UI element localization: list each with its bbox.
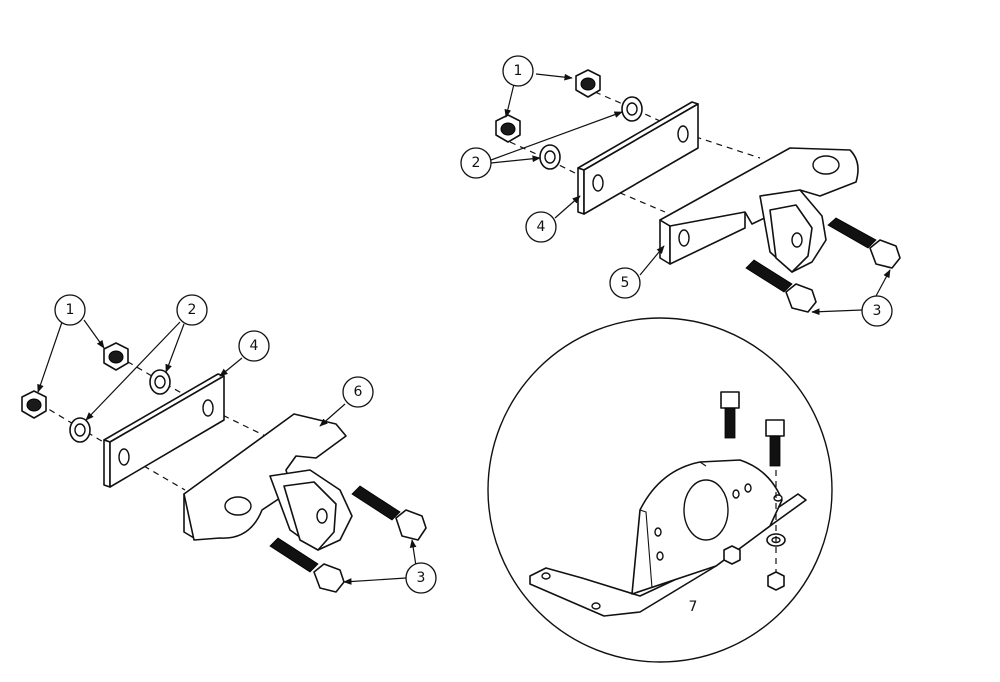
svg-text:1: 1 — [66, 302, 75, 318]
mounting-plate-icon — [103, 373, 225, 488]
svg-text:3: 3 — [873, 303, 882, 319]
hex-nut-icon — [21, 390, 47, 419]
balloon-top-3: 3 — [861, 295, 893, 327]
washer-icon — [621, 96, 643, 122]
hex-nut-icon — [495, 114, 521, 143]
balloon-left-1: 1 — [54, 294, 86, 326]
balloon-left-6: 6 — [342, 376, 374, 408]
left-assembly: 1 2 4 6 3 — [21, 294, 437, 594]
washer-icon — [149, 369, 171, 395]
svg-text:2: 2 — [472, 155, 481, 171]
detail-label-7: 7 — [689, 599, 698, 615]
bracket-icon — [183, 413, 353, 551]
bracket-icon — [659, 147, 859, 273]
balloon-top-2: 2 — [460, 147, 492, 179]
washer-icon — [69, 417, 91, 443]
svg-text:2: 2 — [188, 302, 197, 318]
svg-text:5: 5 — [621, 275, 630, 291]
balloon-left-3: 3 — [405, 562, 437, 594]
hex-bolt-icon — [827, 217, 901, 269]
motor-mount-icon — [529, 391, 807, 617]
balloon-top-5: 5 — [609, 267, 641, 299]
hex-nut-icon — [103, 342, 129, 371]
top-assembly: 1 2 4 5 3 — [460, 55, 901, 327]
svg-text:6: 6 — [354, 384, 363, 400]
detail-view: 7 — [487, 317, 833, 663]
balloon-top-4: 4 — [525, 211, 557, 243]
balloon-left-4: 4 — [238, 330, 270, 362]
svg-text:4: 4 — [250, 338, 259, 354]
hex-bolt-icon — [269, 537, 345, 593]
hex-nut-icon — [575, 69, 601, 98]
washer-icon — [539, 144, 561, 170]
svg-text:3: 3 — [417, 570, 426, 586]
mounting-plate-icon — [577, 101, 699, 215]
balloon-top-1: 1 — [502, 55, 534, 87]
svg-text:4: 4 — [537, 219, 546, 235]
balloon-left-2: 2 — [176, 294, 208, 326]
hex-bolt-icon — [745, 259, 817, 313]
svg-text:1: 1 — [514, 63, 523, 79]
hex-bolt-icon — [351, 485, 427, 541]
